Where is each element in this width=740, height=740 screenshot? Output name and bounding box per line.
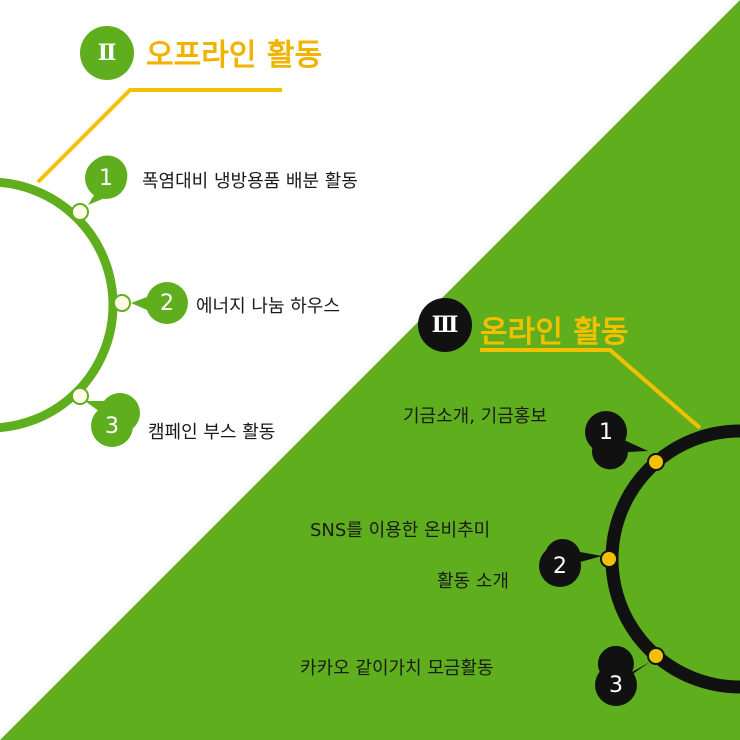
online-item-3-number: 3 — [609, 672, 623, 698]
online-item-2-number: 2 — [553, 553, 567, 579]
offline-item-1-number: 1 — [99, 165, 113, 191]
online-title-connector — [480, 348, 702, 430]
online-roman-numeral: Ⅲ — [431, 312, 459, 338]
online-item-2-label-line1: SNS를 이용한 온비추미 — [310, 520, 491, 541]
online-dot-3 — [647, 647, 665, 665]
offline-timeline-arc — [0, 177, 118, 433]
offline-item-1-label: 폭염대비 냉방용품 배분 활동 — [142, 171, 358, 192]
offline-roman-numeral: Ⅱ — [97, 40, 117, 66]
online-dot-1 — [647, 453, 665, 471]
offline-dot-2 — [113, 294, 131, 312]
offline-item-2-label: 에너지 나눔 하우스 — [196, 296, 340, 317]
offline-dot-1 — [71, 203, 89, 221]
offline-item-3-number: 3 — [105, 413, 119, 439]
online-item-1-number: 1 — [599, 419, 613, 445]
offline-title-connector — [36, 88, 282, 184]
offline-item-3-label: 캠페인 부스 활동 — [148, 422, 276, 443]
online-item-3-label: 카카오 같이가치 모금활동 — [300, 658, 494, 679]
online-section-badge: Ⅲ — [418, 298, 472, 352]
online-section-title: 온라인 활동 — [480, 315, 629, 350]
online-item-1-label: 기금소개, 기금홍보 — [403, 406, 547, 427]
offline-item-2-number: 2 — [160, 290, 174, 316]
offline-section-badge: Ⅱ — [80, 26, 134, 80]
online-dot-2 — [600, 550, 618, 568]
offline-dot-3 — [71, 387, 89, 405]
offline-section-title: 오프라인 활동 — [146, 38, 323, 73]
online-item-2-label-line2: 활동 소개 — [437, 571, 509, 592]
